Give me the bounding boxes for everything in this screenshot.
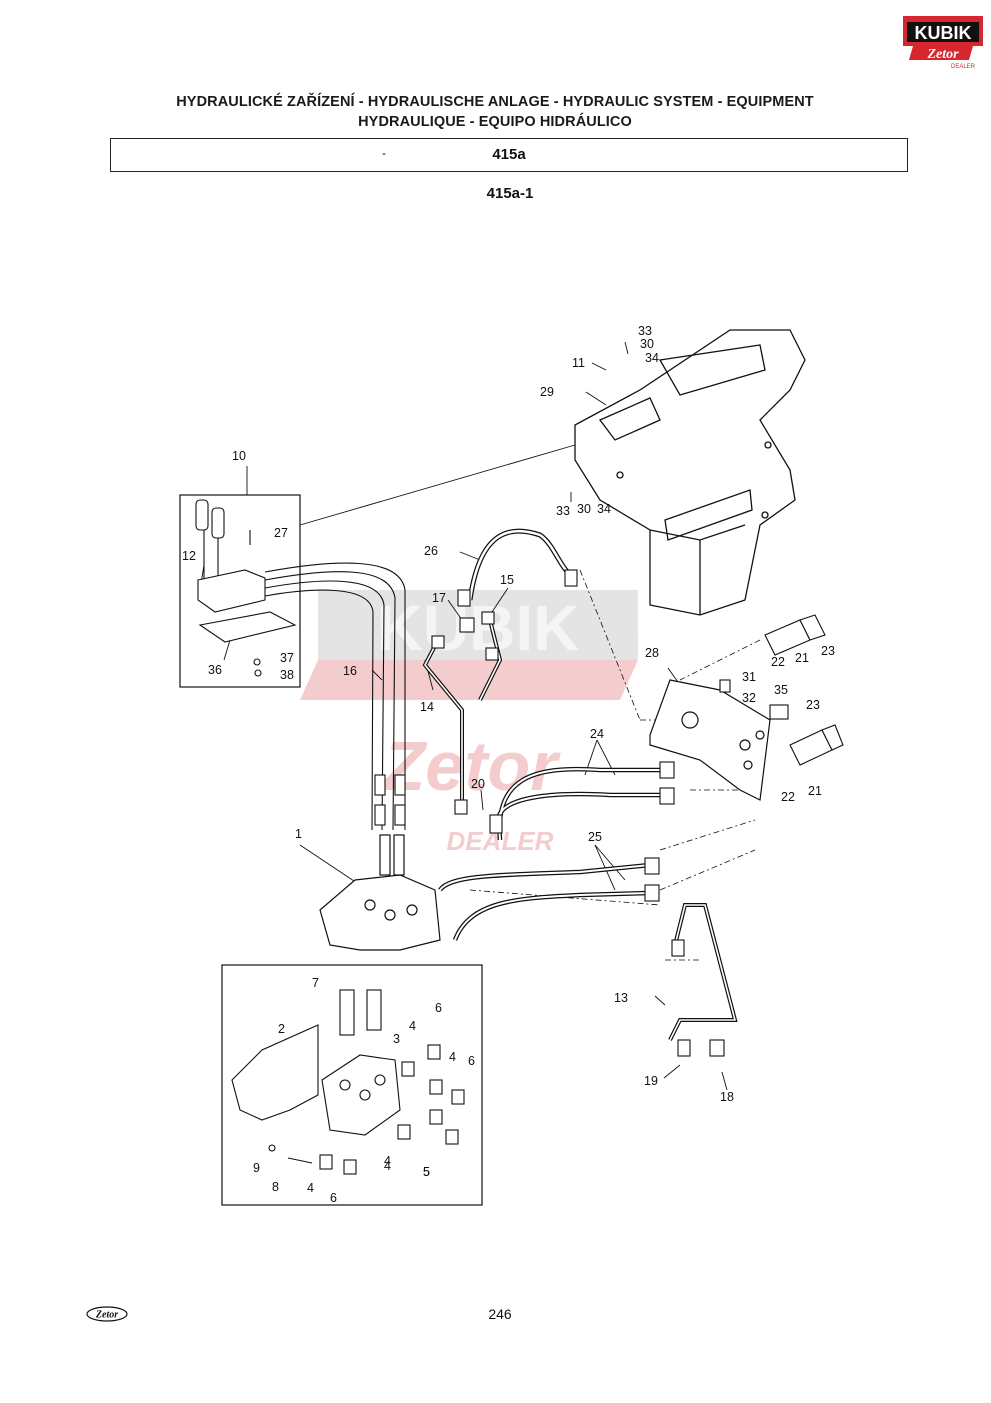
- callout-6b: 6: [468, 1054, 475, 1068]
- bracket-28: [649, 679, 771, 801]
- callout-3: 3: [393, 1032, 400, 1046]
- section-code: 415a: [492, 146, 526, 163]
- watermark-kubik: KUBIK: [377, 592, 580, 664]
- callout-16: 16: [343, 664, 357, 678]
- valve-detail-box: [221, 964, 483, 1206]
- callout-34b: 34: [597, 502, 611, 516]
- callout-labels: 1 2 3 4 4 4 4 4 5 5 6 6 6 7 8 9 10 11 12…: [182, 324, 835, 1205]
- page-title-line2: HYDRAULIQUE - EQUIPO HIDRÁULICO: [358, 114, 632, 130]
- quick-couplers: [764, 614, 844, 766]
- callout-21a: 21: [795, 651, 809, 665]
- callout-19: 19: [644, 1074, 658, 1088]
- control-lever-assembly: [195, 499, 297, 677]
- callout-4d: 4: [307, 1181, 314, 1195]
- section-dash: -: [382, 146, 386, 160]
- callout-8: 8: [272, 1180, 279, 1194]
- callout-10: 10: [232, 449, 246, 463]
- callout-5a: 5: [423, 1165, 430, 1179]
- callout-33a: 33: [638, 324, 652, 338]
- logo-kubik-text: KUBIK: [915, 23, 972, 43]
- callout-15: 15: [500, 573, 514, 587]
- callout-6a: 6: [435, 1001, 442, 1015]
- callout-5b: 5: [423, 1165, 430, 1179]
- callout-38: 38: [280, 668, 294, 682]
- callout-29: 29: [540, 385, 554, 399]
- callout-12: 12: [182, 549, 196, 563]
- hose-26: [467, 528, 577, 601]
- callout-6c: 6: [330, 1191, 337, 1205]
- fittings: [374, 569, 789, 1057]
- hoses-25: [438, 862, 651, 941]
- callout-2: 2: [278, 1022, 285, 1036]
- callout-33b: 33: [556, 504, 570, 518]
- logo-dealer-text: DEALER: [951, 64, 976, 70]
- control-valve: [319, 834, 441, 951]
- callout-9: 9: [253, 1161, 260, 1175]
- callout-23b: 23: [806, 698, 820, 712]
- callout-34a: 34: [645, 351, 659, 365]
- callout-4c: 4: [384, 1154, 391, 1168]
- callout-4e: 4: [384, 1159, 391, 1173]
- callout-37: 37: [280, 651, 294, 665]
- callout-20: 20: [471, 777, 485, 791]
- callout-1: 1: [295, 827, 302, 841]
- callout-4a: 4: [409, 1019, 416, 1033]
- page-number: 246: [488, 1306, 512, 1322]
- section-code-box: - 415a: [110, 138, 908, 172]
- callout-23a: 23: [821, 644, 835, 658]
- callout-18: 18: [720, 1090, 734, 1104]
- callout-32: 32: [742, 691, 756, 705]
- callout-7: 7: [312, 976, 319, 990]
- callout-11: 11: [572, 356, 585, 370]
- watermark: KUBIK Zetor DEALER: [300, 590, 638, 856]
- logo-zetor-text: Zetor: [926, 47, 959, 62]
- callout-22a: 22: [771, 655, 785, 669]
- callout-31: 31: [742, 670, 756, 684]
- callout-4b: 4: [449, 1050, 456, 1064]
- callout-26: 26: [424, 544, 438, 558]
- callout-24: 24: [590, 727, 604, 741]
- footer-logo-text: Zetor: [95, 1310, 118, 1321]
- footer-zetor-logo: Zetor: [85, 1305, 129, 1323]
- callout-21b: 21: [808, 784, 822, 798]
- callout-28: 28: [645, 646, 659, 660]
- valve-detail-parts: [231, 989, 465, 1175]
- callout-17: 17: [432, 591, 446, 605]
- callout-25: 25: [588, 830, 602, 844]
- watermark-zetor: Zetor: [381, 727, 562, 805]
- callout-27: 27: [274, 526, 288, 540]
- callout-35: 35: [774, 683, 788, 697]
- callout-13: 13: [614, 991, 628, 1005]
- callout-36: 36: [208, 663, 222, 677]
- callout-30a: 30: [640, 337, 654, 351]
- kubik-zetor-logo: KUBIK Zetor DEALER: [903, 16, 983, 78]
- console-housing: [574, 329, 806, 616]
- callout-22b: 22: [781, 790, 795, 804]
- callout-14: 14: [420, 700, 434, 714]
- leader-lines: [199, 341, 786, 1091]
- page-title-line1: HYDRAULICKÉ ZAŘÍZENÍ - HYDRAULISCHE ANLA…: [176, 94, 814, 110]
- section-subcode: 415a-1: [486, 185, 534, 202]
- hoses-16: [264, 562, 406, 831]
- callout-30b: 30: [577, 502, 591, 516]
